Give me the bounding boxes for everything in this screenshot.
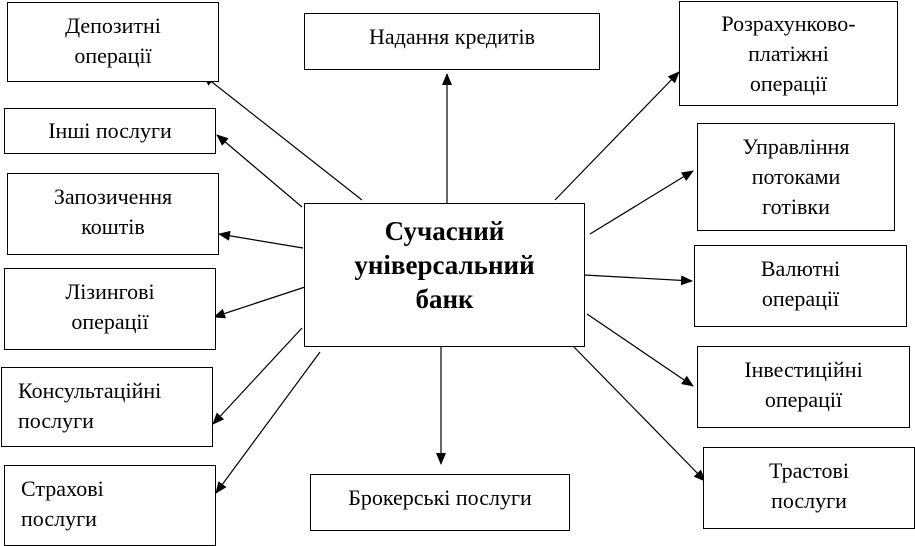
box-currency-operations: Валютні операції xyxy=(694,245,907,327)
arrow-borrowing xyxy=(218,230,304,249)
arrow-trust xyxy=(572,345,706,482)
box-other-services: Інші послуги xyxy=(4,108,216,154)
box-deposit-operations: Депозитні операції xyxy=(7,2,219,82)
arrow-deposit xyxy=(202,74,363,201)
box-settlement-operations: Розрахунково- платіжні операції xyxy=(679,1,898,106)
box-trust-services: Трастові послуги xyxy=(703,447,915,529)
box-brokerage-services: Брокерські послуги xyxy=(310,474,570,531)
box-cash-flow-management: Управління потоками готівки xyxy=(697,123,895,231)
box-insurance-services: Страхові послуги xyxy=(4,465,216,546)
arrow-leasing xyxy=(213,286,306,319)
arrow-settlement xyxy=(554,71,680,201)
box-leasing-operations: Лізингові операції xyxy=(4,268,216,350)
arrow-other xyxy=(216,134,303,208)
box-center-bank: Сучасний універсальний банк xyxy=(304,203,585,347)
box-lending: Надання кредитів xyxy=(304,13,600,70)
arrow-currency xyxy=(583,274,693,286)
arrow-investment xyxy=(586,313,694,387)
box-consulting-services: Консультаційні послуги xyxy=(1,367,213,447)
arrow-consulting xyxy=(212,327,303,425)
arrow-insurance xyxy=(215,351,321,494)
arrow-cash-flow xyxy=(589,170,694,235)
box-investment-operations: Інвестиційні операції xyxy=(697,346,910,428)
box-borrowing: Запозичення коштів xyxy=(7,173,219,255)
